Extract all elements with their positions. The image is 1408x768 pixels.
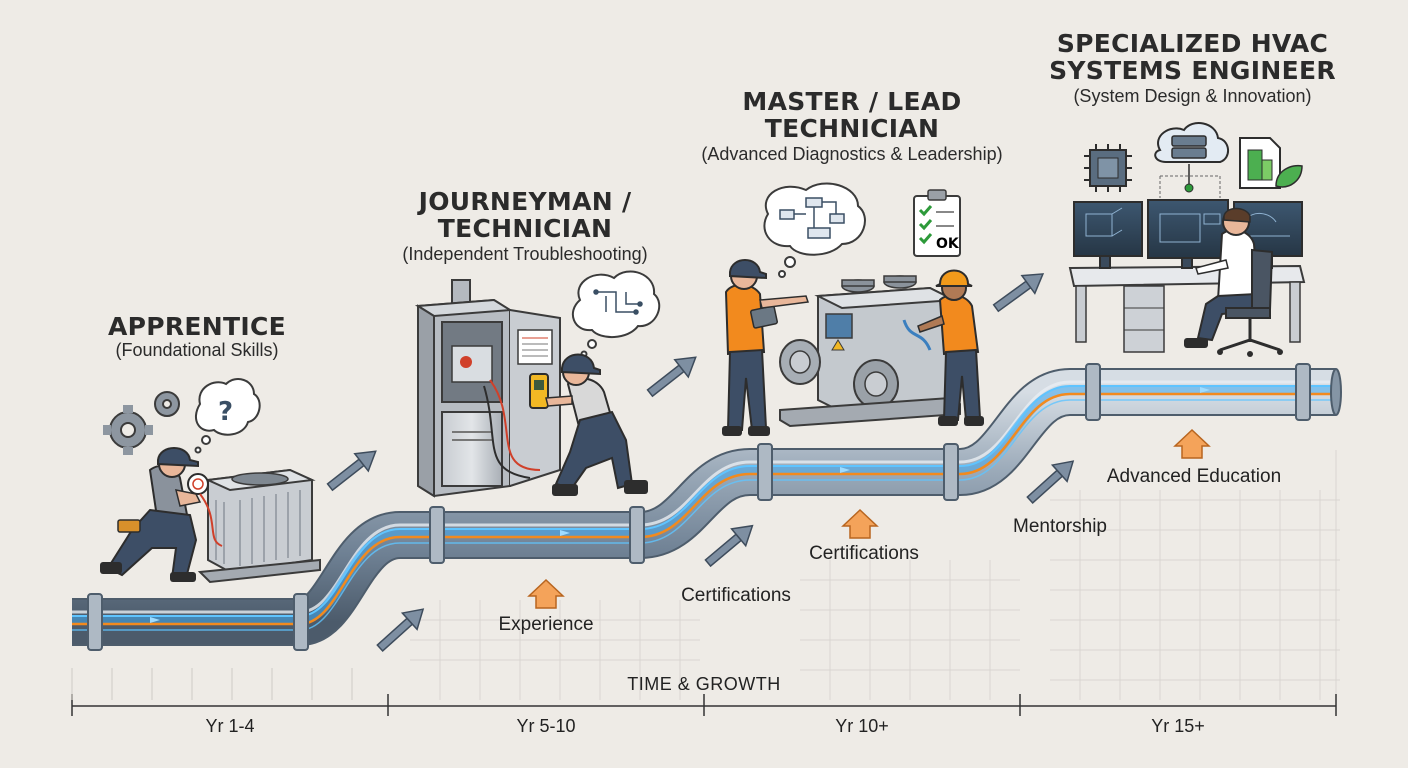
ac-condenser-unit — [197, 468, 321, 584]
circuit-bubble-icon — [571, 270, 661, 358]
green-building-icon — [1239, 137, 1281, 189]
stage-title: APPRENTICE — [107, 312, 287, 341]
pipe-core — [72, 392, 1336, 626]
stage-title: SYSTEMS ENGINEER — [1049, 56, 1336, 85]
cloud-server-icon — [1154, 122, 1229, 198]
stage-journeyman: JOURNEYMAN / TECHNICIAN (Independent Tro… — [380, 188, 670, 265]
master-scene: OK — [722, 182, 984, 436]
ok-label: OK — [936, 236, 960, 252]
up-arrow-icon — [527, 428, 1211, 609]
pipe-glow — [72, 385, 1336, 625]
flowchart-bubble-icon — [763, 182, 866, 278]
driver-certifications: Certifications — [681, 585, 791, 606]
timeline-axis — [71, 694, 1337, 716]
timeline-period: Yr 1-4 — [205, 716, 255, 736]
engineer-scene — [1068, 122, 1306, 357]
stage-subtitle: (Independent Troubleshooting) — [402, 244, 648, 264]
stage-apprentice: APPRENTICE (Foundational Skills) — [87, 313, 307, 361]
pipe-couplings — [87, 363, 1311, 651]
gear-icon — [103, 391, 180, 455]
timeline-title: TIME & GROWTH — [627, 674, 781, 694]
timeline-period: Yr 5-10 — [516, 716, 576, 736]
engineer-worker — [1184, 207, 1283, 357]
stage-subtitle: (Advanced Diagnostics & Leadership) — [701, 144, 1003, 164]
lead-technician-worker — [722, 259, 809, 436]
career-pipeline — [72, 363, 1342, 651]
leaf-icon — [1275, 164, 1303, 188]
step-arrow-icon — [326, 273, 1075, 653]
journeyman-scene — [414, 270, 661, 498]
question-bubble-icon: ? — [194, 378, 261, 454]
growth-grid — [410, 450, 1340, 700]
stage-title: TECHNICIAN — [764, 114, 940, 143]
stage-title: SPECIALIZED HVAC — [1056, 29, 1329, 58]
apprentice-scene: ? — [100, 378, 321, 584]
stage-subtitle: (System Design & Innovation) — [1073, 86, 1312, 106]
driver-mentorship: Mentorship — [1013, 516, 1107, 537]
driver-certifications: Certifications — [809, 543, 919, 564]
stage-title: JOURNEYMAN / — [418, 187, 632, 216]
stage-title: TECHNICIAN — [437, 214, 613, 243]
journeyman-worker — [529, 353, 648, 496]
timeline-period: Yr 10+ — [835, 716, 889, 736]
timeline-period: Yr 15+ — [1151, 716, 1205, 736]
furnace-unit — [414, 279, 561, 498]
driver-advanced-education: Advanced Education — [1106, 466, 1282, 487]
chiller-unit — [779, 275, 961, 428]
clipboard-checklist-icon: OK — [913, 189, 961, 257]
second-technician-worker — [917, 269, 984, 426]
apprentice-worker — [100, 447, 223, 582]
monitor-icons — [1073, 199, 1303, 269]
stage-subtitle: (Foundational Skills) — [115, 340, 279, 360]
stage-engineer: SPECIALIZED HVAC SYSTEMS ENGINEER (Syste… — [1040, 30, 1345, 107]
svg-text:?: ? — [218, 397, 233, 427]
chip-icon — [1084, 144, 1132, 192]
stage-title: MASTER / LEAD — [742, 87, 962, 116]
stage-master: MASTER / LEAD TECHNICIAN (Advanced Diagn… — [682, 88, 1022, 165]
driver-experience: Experience — [498, 614, 594, 635]
